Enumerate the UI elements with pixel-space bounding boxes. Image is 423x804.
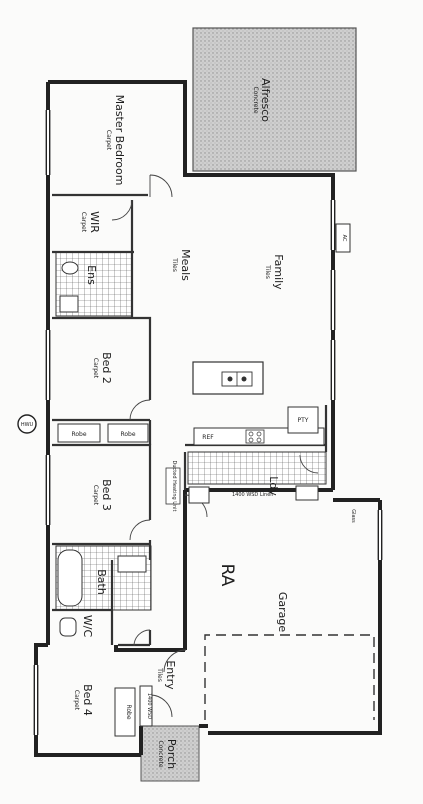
- ducted-heating-unit: [165, 467, 181, 505]
- room-name-master: Master Bedroom: [113, 95, 126, 186]
- wc-toilet: [59, 617, 77, 637]
- bathtub: [57, 549, 83, 607]
- window-frames: [33, 110, 383, 735]
- room-name-porch: Porch: [165, 739, 178, 769]
- laundry-tub: [295, 485, 319, 501]
- room-name-ldy: Ldy: [267, 476, 280, 496]
- room-labels: Alfresco Concrete Master Bedroom Carpet …: [73, 78, 289, 769]
- room-finish-wir: Carpet: [80, 212, 87, 233]
- meter-box-icon: [17, 414, 37, 434]
- room-name-alfresco: Alfresco: [259, 78, 272, 122]
- exterior-walls: [34, 80, 382, 757]
- room-finish-meals: Tiles: [171, 257, 178, 272]
- room-name-wir: WIR: [88, 211, 101, 233]
- ac-unit: [335, 223, 351, 253]
- ensuite-toilet: [59, 295, 79, 313]
- room-name-bath: Bath: [95, 569, 108, 595]
- room-name-bed2: Bed 2: [100, 352, 113, 384]
- room-finish-alfresco: Concrete: [252, 86, 259, 113]
- cooktop: [245, 429, 265, 444]
- room-name-entry: Entry: [164, 660, 177, 690]
- robe-label-bed4: Robe: [125, 704, 132, 719]
- room-name-meals: Meals: [179, 249, 192, 281]
- room-finish-bed4: Carpet: [73, 690, 80, 711]
- fridge-label: REF: [202, 434, 214, 441]
- room-finish-master: Carpet: [105, 130, 112, 151]
- laundry-tiles: [187, 451, 327, 485]
- ducted-label: Ducted Heating Unit: [171, 461, 177, 512]
- room-name-ens: Ens: [85, 265, 98, 285]
- room-finish-porch: Concrete: [157, 740, 164, 767]
- room-name-family: Family: [272, 254, 285, 290]
- room-finish-bed2: Carpet: [92, 358, 99, 379]
- fixture-labels: Robe Robe Robe 1400 WSD PTY REF 1400 WSD…: [71, 417, 356, 720]
- garage-door: [204, 634, 375, 720]
- pantry-label: PTY: [298, 417, 309, 424]
- linen-label: 1400 WSD Linen: [232, 492, 273, 498]
- room-finish-bed3: Carpet: [92, 485, 99, 506]
- pantry: [287, 406, 319, 434]
- room-name-bed4: Bed 4: [81, 684, 94, 716]
- robe-label-bed2: Robe: [71, 431, 86, 438]
- room-name-wc: W/C: [81, 615, 94, 638]
- ra-label: RA: [217, 564, 237, 587]
- glass-label: Glass: [350, 509, 356, 523]
- bath-vanity: [117, 555, 147, 573]
- alfresco-area: [192, 27, 357, 172]
- room-name-garage: Garage: [276, 592, 289, 633]
- room-finish-family: Tiles: [264, 264, 271, 279]
- porch-area: [140, 725, 200, 782]
- ensuite-basin: [61, 261, 79, 275]
- robe-wsd-label: 1400 WSD: [146, 693, 152, 719]
- room-finish-entry: Tiles: [156, 667, 163, 682]
- ac-label: AC: [341, 235, 347, 242]
- room-name-bed3: Bed 3: [100, 479, 113, 511]
- robes: [57, 423, 210, 737]
- sink-drain: [227, 376, 233, 382]
- meter-label: HWU: [21, 422, 34, 428]
- robe-label-bed3: Robe: [120, 431, 135, 438]
- windows: [35, 110, 381, 735]
